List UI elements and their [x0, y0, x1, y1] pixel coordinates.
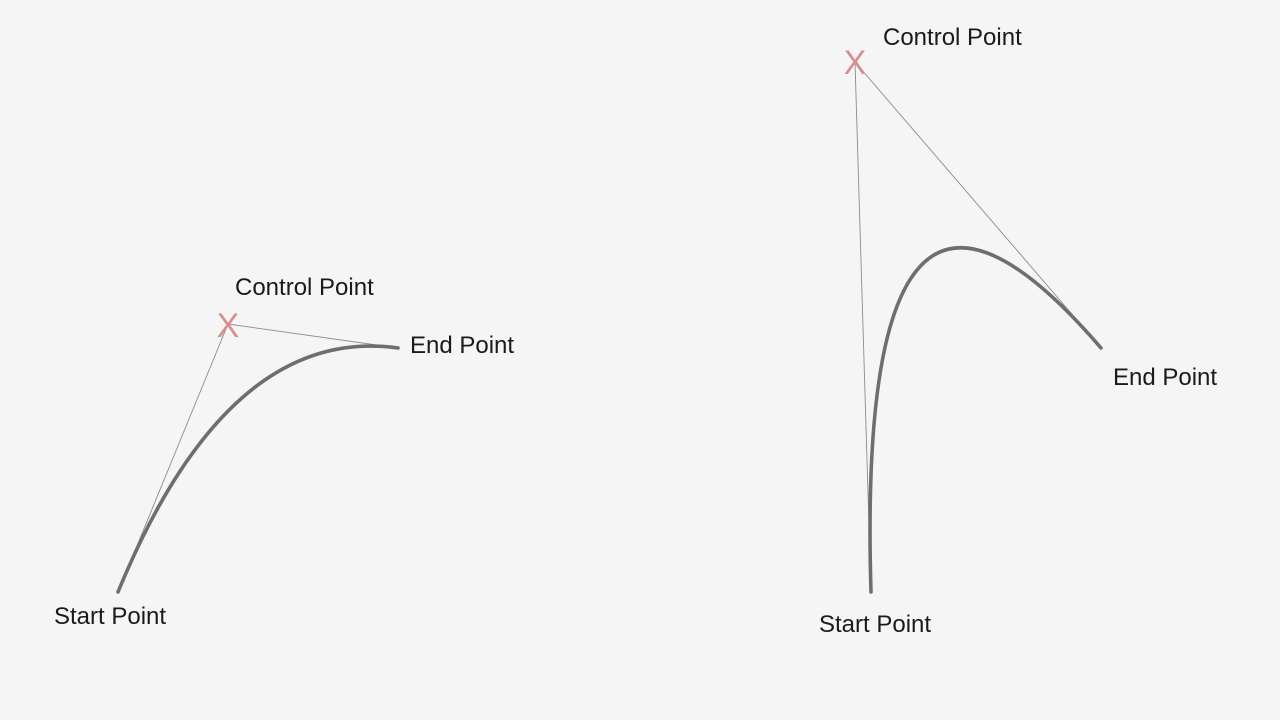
start-point-label: Start Point	[54, 603, 166, 630]
bezier-curve	[116, 344, 400, 594]
end-point-label: End Point	[1113, 364, 1217, 391]
control-guide-lines	[854, 60, 1102, 593]
bezier-curve	[868, 246, 1103, 594]
control-point-label: Control Point	[235, 274, 374, 301]
end-point-label: End Point	[410, 332, 514, 359]
control-point-marker: X	[217, 307, 240, 345]
start-point-label: Start Point	[819, 611, 931, 638]
bezier-diagram-left: X Control Point End Point Start Point	[54, 274, 514, 630]
control-guide-lines	[117, 323, 399, 593]
bezier-diagram-right: X Control Point End Point Start Point	[819, 24, 1217, 638]
control-point-label: Control Point	[883, 24, 1022, 51]
control-point-marker: X	[844, 44, 867, 82]
